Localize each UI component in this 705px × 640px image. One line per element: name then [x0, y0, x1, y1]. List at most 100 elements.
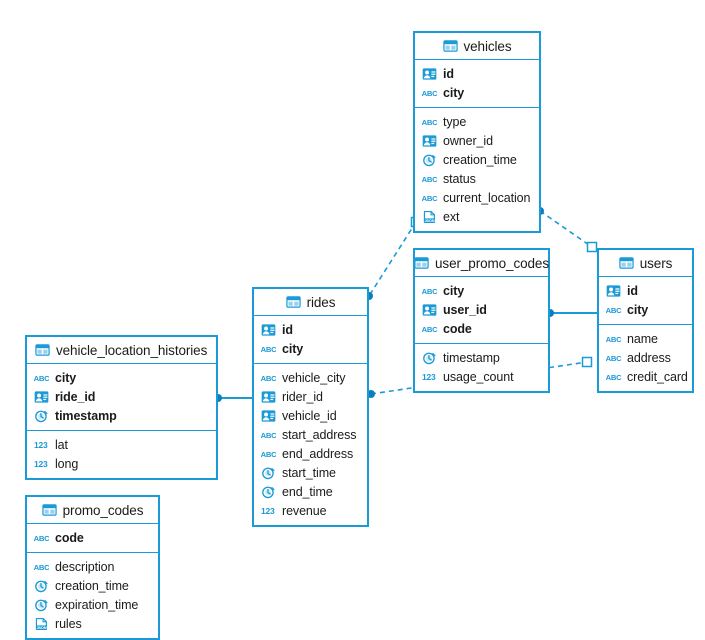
- svg-text:ABC: ABC: [606, 306, 621, 315]
- field-row[interactable]: ABC status: [415, 169, 539, 188]
- field-row[interactable]: end_time: [254, 482, 367, 501]
- field-name: rider_id: [282, 389, 323, 404]
- abc-icon: ABC: [606, 351, 621, 365]
- svg-text:JSON: JSON: [424, 217, 434, 222]
- table-header-user_promo_codes[interactable]: user_promo_codes: [414, 250, 549, 277]
- table-header-users[interactable]: users: [599, 250, 692, 277]
- table-title: vehicle_location_histories: [56, 342, 208, 358]
- field-row[interactable]: ABC start_address: [254, 425, 367, 444]
- field-row[interactable]: creation_time: [27, 576, 158, 595]
- field-row[interactable]: start_time: [254, 463, 367, 482]
- svg-text:ABC: ABC: [422, 194, 437, 203]
- field-name: city: [627, 302, 649, 317]
- svg-text:ABC: ABC: [422, 175, 437, 184]
- table-header-vehicles[interactable]: vehicles: [415, 33, 539, 60]
- clock-icon: [261, 485, 276, 499]
- field-row[interactable]: ABC city: [599, 300, 692, 319]
- field-name: user_id: [443, 302, 487, 317]
- field-name: credit_card: [627, 369, 688, 384]
- json-file-icon: JSON: [34, 617, 49, 631]
- relationship-vehicles-to-users: [536, 207, 598, 253]
- table-title: users: [639, 255, 673, 271]
- svg-text:ABC: ABC: [422, 325, 437, 334]
- field-name: description: [55, 559, 115, 574]
- table-header-vehicle_location_histories[interactable]: vehicle_location_histories: [27, 337, 216, 364]
- person-card-icon: [606, 284, 621, 298]
- svg-text:ABC: ABC: [261, 431, 276, 440]
- field-row[interactable]: timestamp: [415, 348, 548, 367]
- relationship-endpoint-square: [586, 241, 598, 253]
- field-row[interactable]: ABC city: [415, 281, 548, 300]
- field-name: type: [443, 114, 467, 129]
- field-name: code: [55, 530, 84, 545]
- field-row[interactable]: id: [599, 281, 692, 300]
- table-header-promo_codes[interactable]: promo_codes: [27, 497, 158, 524]
- svg-text:ABC: ABC: [261, 374, 276, 383]
- field-name: expiration_time: [55, 597, 139, 612]
- field-row[interactable]: creation_time: [415, 150, 539, 169]
- field-row[interactable]: expiration_time: [27, 595, 158, 614]
- field-name: city: [443, 283, 465, 298]
- table-title: promo_codes: [62, 502, 144, 518]
- field-row[interactable]: rider_id: [254, 387, 367, 406]
- relationship-line: [368, 221, 417, 297]
- field-name: ride_id: [55, 389, 96, 404]
- field-row[interactable]: vehicle_id: [254, 406, 367, 425]
- abc-icon: ABC: [422, 115, 437, 129]
- 123-icon: 123: [34, 458, 48, 469]
- field-row[interactable]: id: [415, 64, 539, 83]
- field-row[interactable]: id: [254, 320, 367, 339]
- svg-text:ABC: ABC: [606, 354, 621, 363]
- field-row[interactable]: ride_id: [27, 387, 216, 406]
- field-name: owner_id: [443, 133, 493, 148]
- table-grid-icon: [41, 503, 57, 517]
- person-card-icon: [34, 390, 49, 404]
- field-name: start_address: [282, 427, 357, 442]
- field-row[interactable]: timestamp: [27, 406, 216, 425]
- svg-text:JSON: JSON: [36, 624, 46, 629]
- abc-icon: ABC: [261, 428, 276, 442]
- person-card-icon: [422, 303, 437, 317]
- field-row[interactable]: user_id: [415, 300, 548, 319]
- table-grid-icon: [35, 343, 50, 357]
- field-name: vehicle_id: [282, 408, 337, 423]
- svg-text:ABC: ABC: [422, 118, 437, 127]
- relationship-upc-to-users: [546, 309, 597, 317]
- field-row[interactable]: ABC type: [415, 112, 539, 131]
- abc-icon: ABC: [422, 284, 437, 298]
- table-header-rides[interactable]: rides: [254, 289, 367, 316]
- field-name: status: [443, 171, 476, 186]
- table-grid-icon: [285, 295, 301, 309]
- field-row[interactable]: owner_id: [415, 131, 539, 150]
- person-card-icon: [261, 409, 276, 423]
- svg-text:ABC: ABC: [261, 345, 276, 354]
